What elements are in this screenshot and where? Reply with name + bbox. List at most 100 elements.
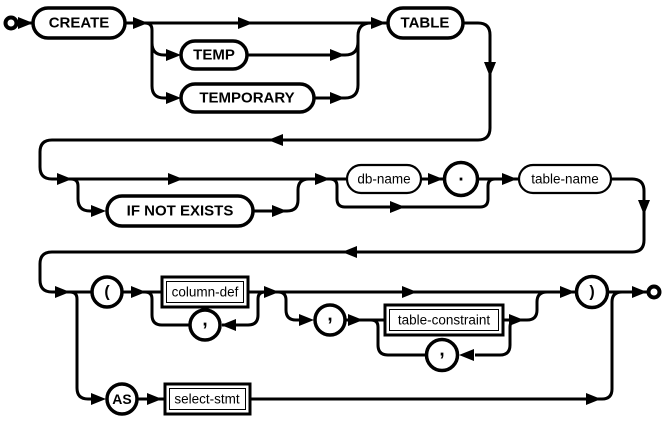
dot-circle <box>442 160 480 198</box>
node-temp: TEMP <box>179 39 249 71</box>
connector <box>70 177 91 213</box>
connector <box>250 290 623 401</box>
arrow-icon <box>428 173 443 185</box>
arrow-icon <box>268 134 283 146</box>
column-def-label[interactable]: column-def <box>172 285 239 300</box>
temporary-label: TEMPORARY <box>199 90 294 107</box>
dot-label: . <box>458 165 463 186</box>
table-name-label: table-name <box>531 172 599 187</box>
node-close-paren: ) <box>574 274 610 310</box>
arrow-icon <box>330 49 345 61</box>
arrow-icon <box>348 314 363 326</box>
connector <box>222 290 266 327</box>
node-table-constraint[interactable]: table-constraint <box>383 303 505 337</box>
arrowheads <box>18 17 650 405</box>
node-table-name: table-name <box>517 163 613 195</box>
create-pill <box>31 6 127 40</box>
connector <box>503 290 548 322</box>
as-circle <box>105 382 139 416</box>
arrow-icon <box>586 393 601 405</box>
comma-label: , <box>327 305 332 326</box>
comma-label: , <box>439 340 444 361</box>
arrow-icon <box>272 205 287 217</box>
arrow-icon <box>459 349 474 361</box>
node-table-keyword: TABLE <box>386 6 465 40</box>
db-name-oval <box>345 163 423 195</box>
create-label: CREATE <box>49 15 110 32</box>
arrow-icon <box>166 92 181 104</box>
if-not-exists-pill <box>105 194 255 228</box>
connector <box>329 177 496 209</box>
arrow-icon <box>133 17 148 29</box>
arrow-icon <box>168 173 183 185</box>
node-db-name: db-name <box>345 163 423 195</box>
arrow-icon <box>91 205 106 217</box>
close-paren-circle <box>574 274 610 310</box>
arrow-icon <box>91 393 106 405</box>
arrow-icon <box>315 173 330 185</box>
arrow-icon <box>221 319 236 331</box>
arrow-icon <box>390 201 405 213</box>
arrow-icon <box>638 200 650 215</box>
start-terminal-icon <box>3 15 19 31</box>
comma-circle <box>424 337 460 373</box>
arrow-icon <box>18 17 33 29</box>
arrow-icon <box>55 286 70 298</box>
connector <box>370 318 426 357</box>
connector <box>277 290 301 322</box>
select-stmt-box-inner <box>169 388 246 410</box>
temp-label: TEMP <box>193 47 235 64</box>
arrow-icon <box>342 246 357 258</box>
arrow-icon <box>560 286 575 298</box>
node-select-stmt[interactable]: select-stmt <box>163 382 252 416</box>
open-paren-label: ( <box>104 284 110 301</box>
table-label: TABLE <box>401 15 450 32</box>
select-stmt-label[interactable]: select-stmt <box>174 392 240 407</box>
node-comma-constraint-loop: , <box>424 337 460 373</box>
connector <box>314 21 372 100</box>
comma-label: , <box>202 310 207 331</box>
arrow-icon <box>330 92 345 104</box>
db-name-label: db-name <box>357 172 410 187</box>
arrow-icon <box>371 17 386 29</box>
node-comma-column-loop: , <box>188 308 222 342</box>
temporary-pill <box>179 82 316 114</box>
connector <box>144 290 190 327</box>
arrow-icon <box>147 393 162 405</box>
connector <box>247 41 360 57</box>
end-terminal-icon <box>646 284 662 300</box>
table-constraint-label[interactable]: table-constraint <box>398 313 491 328</box>
connector <box>253 177 310 213</box>
arrow-icon <box>264 286 279 298</box>
node-temporary: TEMPORARY <box>179 82 316 114</box>
arrow-icon <box>502 173 517 185</box>
node-create: CREATE <box>31 6 127 40</box>
open-paren-circle <box>90 275 124 309</box>
arrow-icon <box>238 17 253 29</box>
connector <box>69 290 92 401</box>
close-paren-label: ) <box>589 284 594 301</box>
table-constraint-box-inner <box>389 309 499 331</box>
connector <box>38 21 492 181</box>
node-dot: . <box>442 160 480 198</box>
comma-circle <box>188 308 222 342</box>
arrow-icon <box>131 286 146 298</box>
temp-pill <box>179 39 249 71</box>
table-pill <box>386 6 465 40</box>
connector <box>144 21 166 100</box>
connector <box>150 42 166 57</box>
node-column-def[interactable]: column-def <box>160 275 250 309</box>
node-comma-constraint-sep: , <box>313 303 347 337</box>
node-if-not-exists: IF NOT EXISTS <box>105 194 255 228</box>
arrow-icon <box>166 49 181 61</box>
arrow-icon <box>299 314 314 326</box>
table-name-oval <box>517 163 613 195</box>
comma-circle <box>313 303 347 337</box>
column-def-box-inner <box>166 281 244 303</box>
arrow-icon <box>509 314 524 326</box>
arrow-icon <box>484 62 496 77</box>
arrow-icon <box>402 286 417 298</box>
as-label: AS <box>112 391 131 407</box>
